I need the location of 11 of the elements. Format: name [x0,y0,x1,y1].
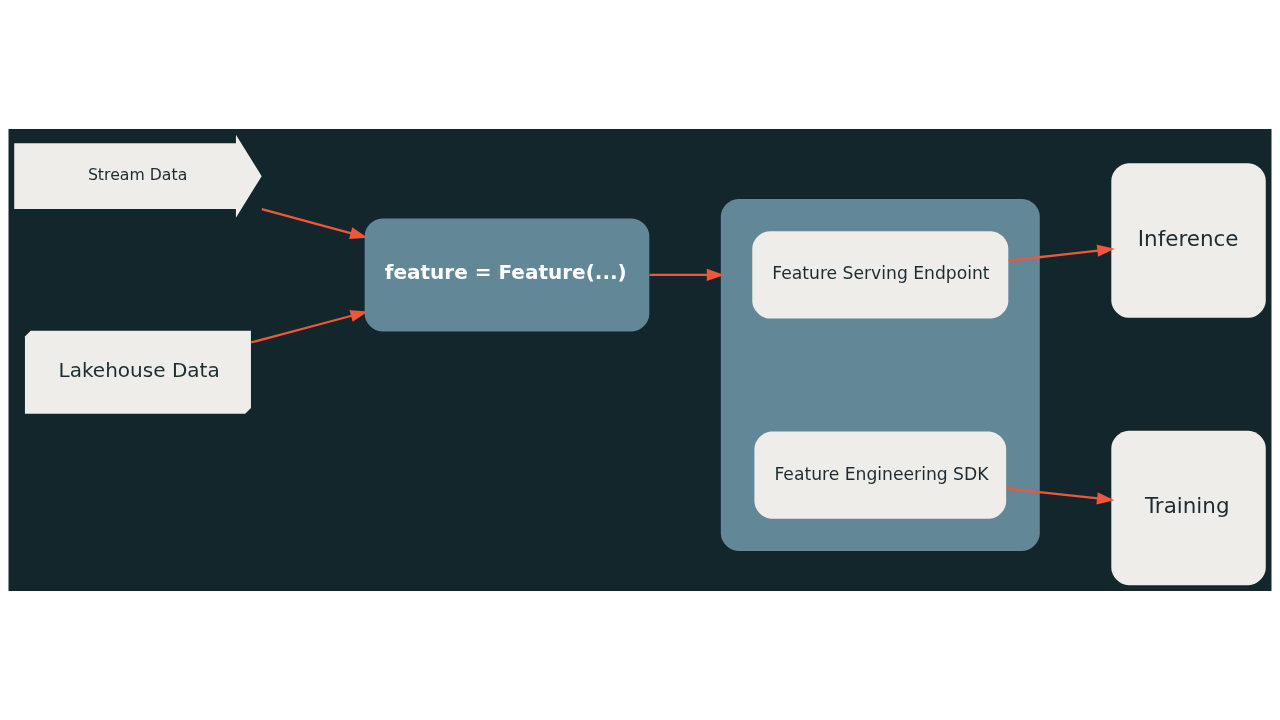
node-box: Training [1111,430,1266,586]
arrow [1006,487,1115,505]
node-box: Feature Engineering SDK [754,431,1007,519]
arrow [261,208,368,240]
cluster [720,199,1040,551]
arrow [649,268,725,281]
node-box: Feature Serving Endpoint [752,231,1009,319]
arrow [250,310,368,344]
node-box: feature = Feature(...) [364,218,650,332]
arrow [1008,244,1115,262]
node-box: Inference [1111,163,1266,318]
